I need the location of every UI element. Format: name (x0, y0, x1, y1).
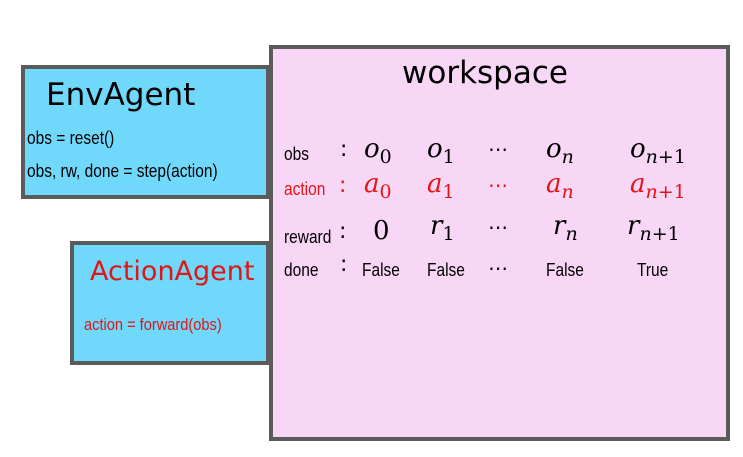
row-colon-obs: : (340, 137, 348, 162)
action-agent-box (70, 241, 270, 365)
row-label-reward: reward (284, 227, 332, 247)
workspace-title: workspace (402, 55, 568, 91)
obs-cell-n-plus-1: on+1 (630, 134, 686, 168)
action-cell-n: an (546, 169, 574, 203)
row-colon-done: : (340, 252, 348, 277)
row-label-obs: obs (284, 144, 309, 164)
reward-cell-0: 0 (373, 216, 390, 246)
obs-cell-0: o0 (364, 134, 392, 168)
action-cell-n-plus-1: an+1 (630, 169, 686, 203)
row-colon-reward: : (339, 219, 347, 244)
env-agent-title: EnvAgent (46, 77, 196, 113)
done-cell-ellipsis: ⋯ (488, 256, 508, 280)
action-cell-0: a0 (364, 169, 392, 203)
row-colon-action: : (339, 173, 347, 198)
action-cell-1: a1 (427, 169, 455, 203)
done-cell-n-plus-1: True (637, 260, 669, 280)
action-cell-ellipsis: ⋯ (488, 173, 508, 197)
reward-cell-1: r1 (430, 211, 455, 245)
env-agent-step-line: obs, rw, done = step(action) (27, 161, 218, 181)
env-agent-box (21, 65, 270, 199)
reward-cell-n-plus-1: rn+1 (627, 211, 680, 245)
obs-cell-1: o1 (427, 134, 455, 168)
done-cell-0: False (362, 260, 400, 280)
reward-cell-ellipsis: ⋯ (488, 215, 508, 239)
reward-cell-n: rn (553, 211, 578, 245)
obs-cell-n: on (546, 134, 574, 168)
done-cell-1: False (427, 260, 465, 280)
action-agent-title: ActionAgent (90, 256, 255, 287)
obs-cell-ellipsis: ⋯ (488, 137, 508, 161)
done-cell-n: False (546, 260, 584, 280)
row-label-action: action (284, 179, 326, 199)
action-agent-forward-line: action = forward(obs) (84, 315, 222, 334)
workspace-box (269, 45, 730, 441)
env-agent-reset-line: obs = reset() (27, 128, 115, 148)
row-label-done: done (284, 260, 319, 280)
